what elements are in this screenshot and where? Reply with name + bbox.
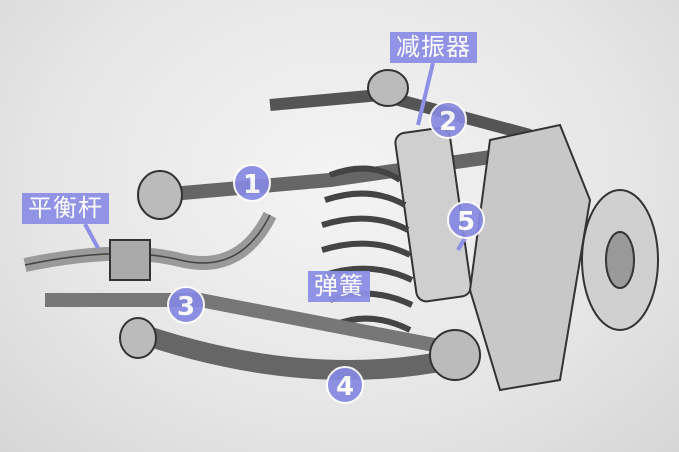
label-shock-absorber: 减振器 xyxy=(390,32,477,63)
marker-4: 4 xyxy=(326,366,364,404)
coil-spring xyxy=(321,165,414,333)
control-arm-1 xyxy=(159,143,541,202)
marker-1: 1 xyxy=(233,164,271,202)
label-stabilizer-bar: 平衡杆 xyxy=(22,193,109,224)
label-spring: 弹簧 xyxy=(308,271,370,302)
marker-5: 5 xyxy=(447,201,485,239)
control-arm-4 xyxy=(126,320,452,380)
knuckle xyxy=(468,123,592,392)
marker-2: 2 xyxy=(429,101,467,139)
marker-3: 3 xyxy=(167,286,205,324)
